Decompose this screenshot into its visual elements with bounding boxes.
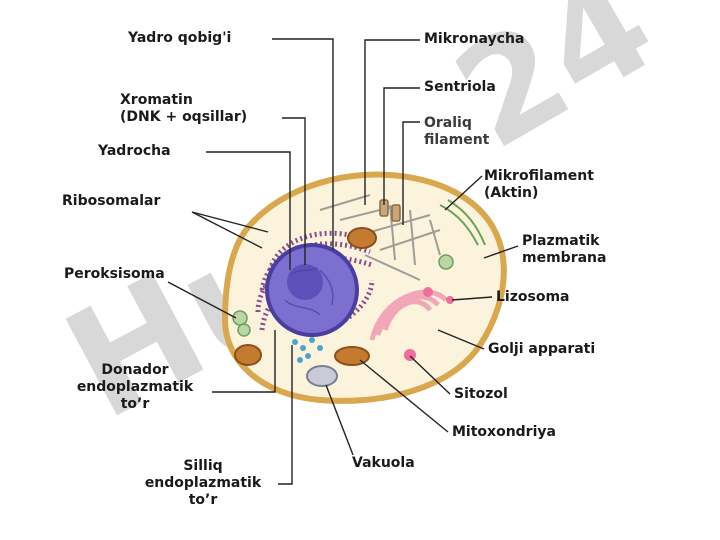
leader-ribosomalar-2 (191, 211, 263, 249)
leader-lines (167, 38, 519, 485)
leader-yadrocha (206, 151, 291, 270)
leader-sitozol (409, 355, 451, 395)
leader-yadro-qobigi (272, 38, 334, 250)
smooth-er (292, 337, 323, 363)
label-plazmatik-line1: Plazmatik (522, 233, 600, 249)
leader-mikrofilament (444, 175, 483, 211)
label-xromatin-line1: Xromatin (120, 92, 193, 108)
label-donador-line1: Donador (101, 362, 169, 378)
label-mikrofilament: Mikrofilament (Aktin) (484, 168, 594, 202)
mitochondrion-2 (234, 344, 262, 366)
leader-golji (437, 329, 485, 350)
label-donador-er: Donador endoplazmatik to’r (60, 362, 210, 413)
leader-donador (212, 330, 276, 393)
leader-mikronaycha (364, 39, 420, 205)
cytoskeleton (319, 194, 441, 281)
peroxisomes (232, 310, 251, 337)
label-mikrofilament-line2: (Aktin) (484, 185, 539, 201)
label-donador-line3: to’r (120, 396, 150, 412)
label-yadrocha: Yadrocha (98, 143, 171, 159)
label-xromatin: Xromatin (DNK + oqsillar) (120, 92, 247, 126)
label-oraliq-filament: Oraliq filament (424, 115, 489, 149)
leader-lizosoma (451, 296, 493, 301)
label-donador-line2: endoplazmatik (76, 379, 194, 395)
label-mitoxondriya: Mitoxondriya (452, 424, 556, 440)
vesicle (438, 254, 454, 270)
leader-xromatin (282, 117, 306, 265)
label-xromatin-line2: (DNK + oqsillar) (120, 109, 248, 125)
label-yadro-qobigi: Yadro qobig'i (128, 30, 232, 46)
label-silliq-line1: Silliq (183, 458, 223, 474)
leader-oraliq (402, 121, 420, 225)
golgi-apparatus (369, 289, 448, 341)
leader-plazmatik (483, 245, 519, 259)
label-golji: Golji apparati (488, 341, 596, 357)
label-sitozol: Sitozol (454, 386, 508, 402)
label-ribosomalar: Ribosomalar (62, 193, 161, 209)
label-silliq-line2: endoplazmatik (144, 475, 262, 491)
centrioles (379, 199, 401, 222)
leader-ribosomalar-1 (191, 211, 269, 233)
label-sentriola: Sentriola (424, 79, 496, 95)
mitochondria-group (234, 227, 377, 366)
leader-sentriola (383, 87, 420, 205)
leader-peroksisoma (167, 281, 237, 319)
leader-mitoxondriya (359, 359, 449, 433)
leader-vakuola (325, 384, 354, 456)
label-vakuola: Vakuola (352, 455, 415, 471)
label-silliq-line3: to’r (188, 492, 218, 508)
label-lizosoma: Lizosoma (496, 289, 570, 305)
label-mikrofilament-line1: Mikrofilament (484, 168, 594, 184)
mitochondrion-1 (347, 227, 377, 249)
label-oraliq-line2: filament (424, 132, 490, 148)
label-plazmatik-membrana: Plazmatik membrana (522, 233, 606, 267)
vacuole (306, 365, 338, 387)
label-oraliq-line1: Oraliq (424, 115, 472, 131)
label-peroksisoma: Peroksisoma (64, 266, 165, 282)
nucleolus (287, 264, 323, 300)
leader-silliq (278, 345, 293, 485)
label-mikronaycha: Mikronaycha (424, 31, 525, 47)
label-silliq-er: Silliq endoplazmatik to’r (128, 458, 278, 509)
label-plazmatik-line2: membrana (522, 250, 607, 266)
chromatin (284, 267, 334, 316)
